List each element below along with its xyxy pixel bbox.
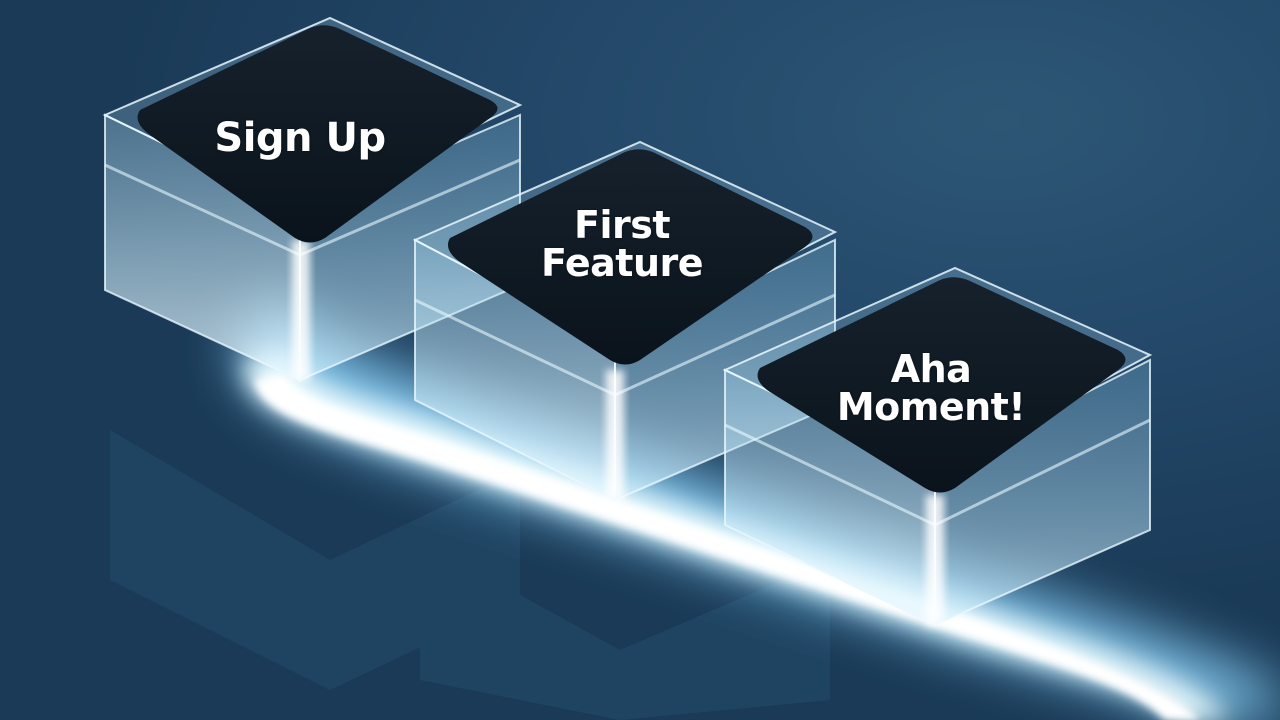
step-label-line: Aha	[890, 347, 972, 391]
step-label-line: First	[573, 203, 671, 247]
step-label-sign-up: Sign Up	[200, 118, 400, 158]
cube-first-feature	[412, 140, 838, 502]
step-label-aha-moment: Aha Moment!	[826, 350, 1036, 426]
cube-aha-moment	[722, 266, 1153, 627]
light-path-highlight	[255, 375, 1200, 720]
step-label-line: Moment!	[836, 385, 1026, 429]
floor-reflection	[110, 430, 830, 720]
step-label-line: Sign Up	[214, 115, 386, 161]
cube-sign-up	[102, 16, 523, 382]
step-label-first-feature: First Feature	[522, 206, 722, 282]
step-label-line: Feature	[540, 241, 704, 285]
